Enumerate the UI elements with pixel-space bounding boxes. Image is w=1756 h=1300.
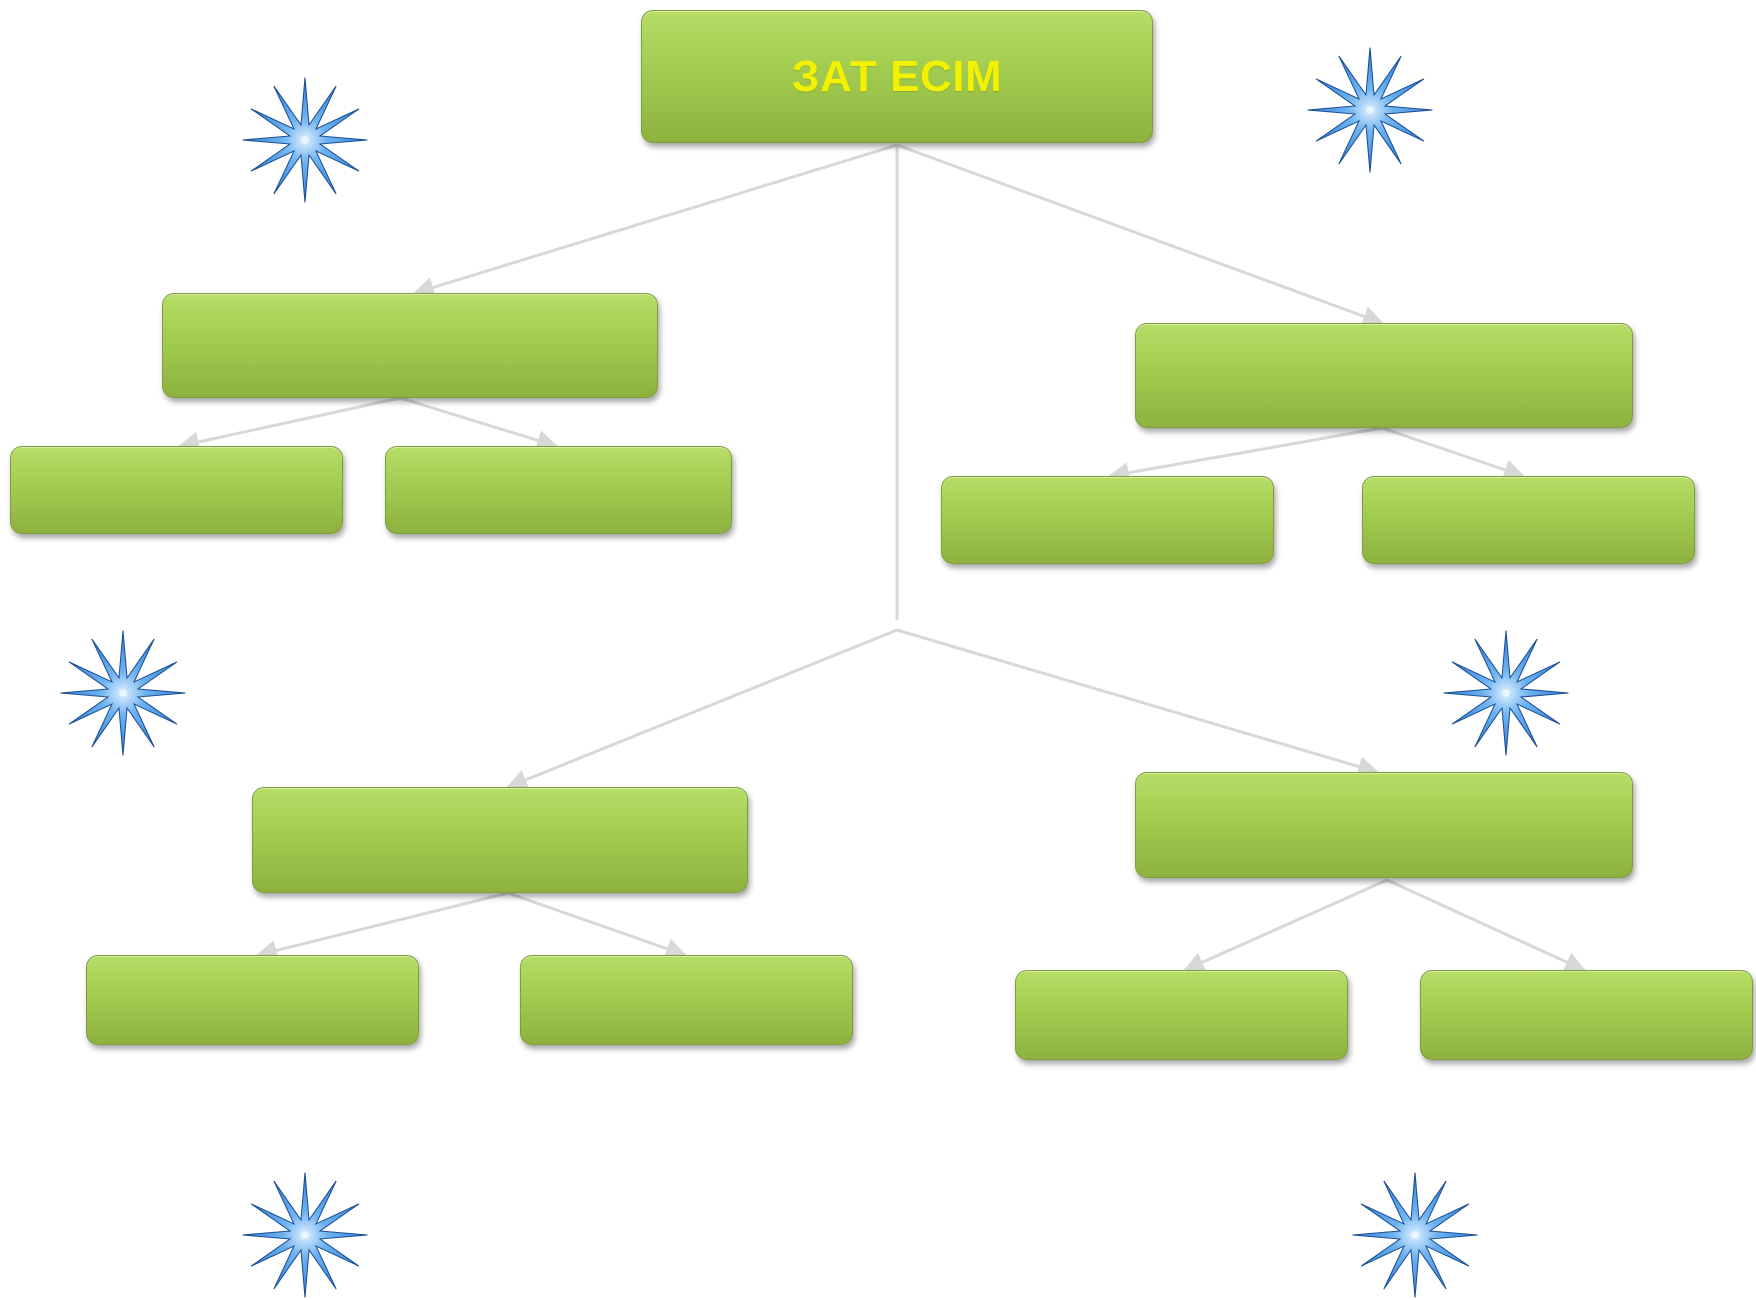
- arrow-branch-3-child-2: [507, 891, 687, 959]
- arrow-root-branch-1: [412, 143, 898, 298]
- root-node: ЗАТ ЕСІМ: [641, 10, 1153, 143]
- snowflake-star-icon: [1305, 45, 1435, 175]
- branch-4-child-1-node: [1015, 970, 1348, 1060]
- branch-1-child-1-node: [10, 446, 343, 534]
- snowflake-star-icon: [240, 75, 370, 205]
- branch-2-child-2-node: [1362, 476, 1695, 564]
- arrow-branch-4-child-1: [1183, 878, 1388, 972]
- arrow-root-branch-2: [896, 143, 1384, 327]
- snowflake-star-icon: [1441, 628, 1571, 758]
- branch-4-node: [1135, 772, 1633, 878]
- branch-3-child-2-node: [520, 955, 853, 1045]
- snowflake-star-icon: [58, 628, 188, 758]
- branch-1-child-2-node: [385, 446, 732, 534]
- branch-3-node: [252, 787, 748, 893]
- branch-3-child-1-node: [86, 955, 419, 1045]
- branch-1-node: [162, 293, 658, 398]
- arrow-branch-1-child-2: [399, 396, 559, 451]
- arrow-branch-2-child-1: [1107, 426, 1383, 484]
- snowflake-star-icon: [240, 1170, 370, 1300]
- arrow-branch-1-child-1: [177, 396, 401, 453]
- arrow-branch-2-child-2: [1381, 426, 1525, 480]
- branch-2-child-1-node: [941, 476, 1274, 564]
- arrow-root-branch-4: [896, 628, 1380, 777]
- snowflake-star-icon: [1350, 1170, 1480, 1300]
- branch-4-child-2-node: [1420, 970, 1753, 1060]
- root-label: ЗАТ ЕСІМ: [791, 51, 1003, 101]
- arrow-root-branch-3: [506, 628, 898, 790]
- arrow-branch-3-child-1: [255, 891, 509, 961]
- branch-2-node: [1135, 323, 1633, 428]
- arrow-branch-4-child-2: [1386, 878, 1586, 972]
